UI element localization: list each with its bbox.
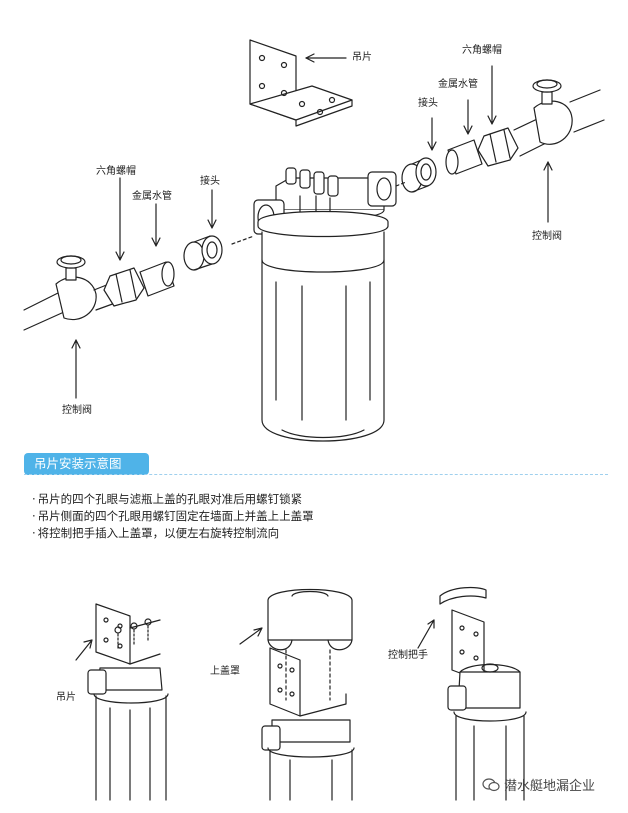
label-cover: 上盖罩 <box>210 666 240 677</box>
label-valve-right: 控制阀 <box>532 231 562 242</box>
label-metal-pipe-right: 金属水管 <box>438 79 478 90</box>
label-hanger-bottom: 吊片 <box>56 692 76 703</box>
wechat-bubble-icon <box>482 777 500 791</box>
label-connector-left: 接头 <box>200 176 220 187</box>
label-hex-nut-right: 六角螺帽 <box>462 45 502 56</box>
label-handle: 控制把手 <box>388 650 428 661</box>
label-valve-left: 控制阀 <box>62 405 92 416</box>
right-pipe-assembly <box>401 65 605 223</box>
hanger-bracket-top <box>249 39 353 127</box>
watermark: 潜水艇地漏企业 <box>482 775 595 794</box>
step-1-drawing <box>75 603 169 801</box>
section-title-badge: 吊片安装示意图 <box>24 453 149 475</box>
section-divider <box>24 474 608 475</box>
step-item: 将控制把手插入上盖罩，以便左右旋转控制流向 <box>32 525 314 542</box>
step-item: 吊片侧面的四个孔眼用螺钉固定在墙面上并盖上上盖罩 <box>32 508 314 525</box>
filter-housing-top <box>253 167 397 442</box>
step-item: 吊片的四个孔眼与滤瓶上盖的孔眼对准后用螺钉锁紧 <box>32 491 314 508</box>
label-metal-pipe-left: 金属水管 <box>132 191 172 202</box>
step-2-drawing <box>239 588 355 801</box>
watermark-text: 潜水艇地漏企业 <box>504 779 596 794</box>
label-hex-nut-left: 六角螺帽 <box>96 166 136 177</box>
label-hanger-top: 吊片 <box>352 52 372 63</box>
step-3-drawing <box>417 586 527 801</box>
left-pipe-assembly <box>23 177 223 399</box>
installation-steps-list: 吊片的四个孔眼与滤瓶上盖的孔眼对准后用螺钉锁紧 吊片侧面的四个孔眼用螺钉固定在墙… <box>32 491 314 542</box>
label-connector-right: 接头 <box>418 98 438 109</box>
